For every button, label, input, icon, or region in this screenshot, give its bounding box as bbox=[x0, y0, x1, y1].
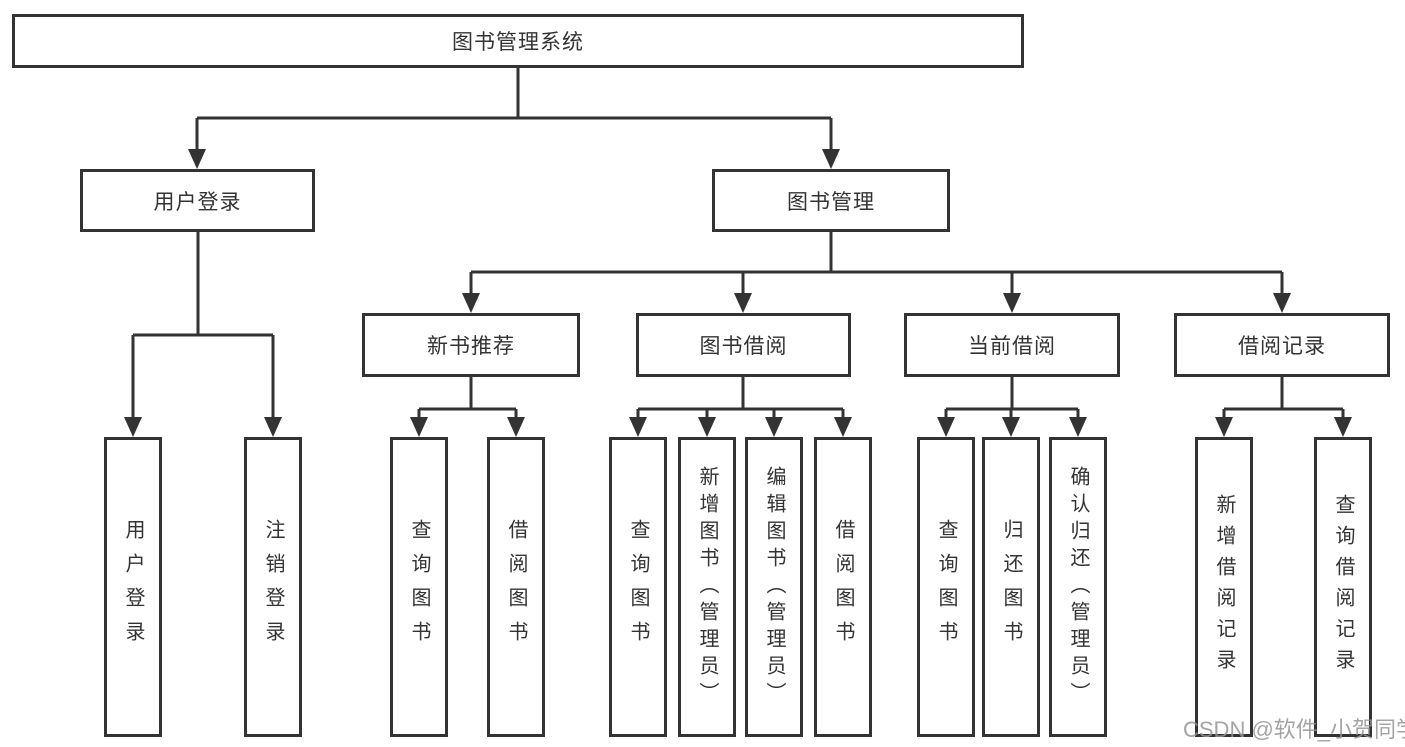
node-new-book-rec-label: 新书推荐 bbox=[427, 335, 515, 358]
arrowhead-down-icon bbox=[124, 417, 142, 437]
leaf-query-book-3: 查询图书 bbox=[917, 437, 975, 737]
leaf-user-login: 用户登录 bbox=[104, 437, 162, 737]
link-borrow-records-to-leaves bbox=[1215, 377, 1352, 437]
leaf-return-book-label: 归还图书 bbox=[1000, 519, 1022, 655]
arrowhead-down-icon bbox=[264, 417, 282, 437]
arrowhead-down-icon bbox=[1069, 417, 1087, 437]
arrowhead-down-icon bbox=[822, 149, 840, 169]
leaf-add-book-admin: 新增图书（管理员） bbox=[678, 437, 736, 737]
leaf-edit-book-admin: 编辑图书（管理员） bbox=[745, 437, 803, 737]
leaf-add-borrow-record: 新增借阅记录 bbox=[1195, 437, 1253, 737]
leaf-return-book: 归还图书 bbox=[982, 437, 1040, 737]
leaf-query-book-1: 查询图书 bbox=[390, 437, 448, 737]
leaf-logout-label: 注销登录 bbox=[262, 519, 284, 655]
leaf-user-login-label: 用户登录 bbox=[122, 519, 144, 655]
node-current-borrow: 当前借阅 bbox=[904, 313, 1120, 377]
leaf-query-book-1-label: 查询图书 bbox=[408, 519, 430, 655]
link-book-mgmt-to-level3 bbox=[462, 232, 1291, 313]
arrowhead-down-icon bbox=[188, 149, 206, 169]
link-book-borrow-to-leaves bbox=[629, 377, 852, 437]
leaf-edit-book-admin-label: 编辑图书（管理员） bbox=[763, 465, 785, 709]
arrowhead-down-icon bbox=[1215, 417, 1233, 437]
link-root-to-level2 bbox=[188, 68, 840, 169]
arrowhead-down-icon bbox=[1334, 417, 1352, 437]
arrowhead-down-icon bbox=[410, 417, 428, 437]
node-root-label: 图书管理系统 bbox=[452, 31, 584, 54]
arrowhead-down-icon bbox=[698, 417, 716, 437]
leaf-query-book-2-label: 查询图书 bbox=[627, 519, 649, 655]
arrowhead-down-icon bbox=[937, 417, 955, 437]
arrowhead-down-icon bbox=[507, 417, 525, 437]
arrowhead-down-icon bbox=[629, 417, 647, 437]
leaf-query-borrow-record: 查询借阅记录 bbox=[1314, 437, 1372, 737]
node-new-book-rec: 新书推荐 bbox=[362, 313, 580, 377]
leaf-logout: 注销登录 bbox=[244, 437, 302, 737]
node-book-mgmt: 图书管理 bbox=[712, 169, 950, 232]
leaf-query-book-2: 查询图书 bbox=[609, 437, 667, 737]
link-current-borrow-to-leaves bbox=[937, 377, 1087, 437]
arrowhead-down-icon bbox=[462, 293, 480, 313]
link-new-book-rec-to-leaves bbox=[410, 377, 525, 437]
node-current-borrow-label: 当前借阅 bbox=[968, 335, 1056, 358]
watermark: CSDN @软件_小贺同学 bbox=[1183, 717, 1405, 742]
node-user-login: 用户登录 bbox=[80, 169, 315, 232]
node-user-login-label: 用户登录 bbox=[153, 190, 242, 214]
node-root: 图书管理系统 bbox=[12, 14, 1024, 68]
leaf-query-book-3-label: 查询图书 bbox=[935, 519, 957, 655]
leaf-confirm-return-admin: 确认归还（管理员） bbox=[1049, 437, 1107, 737]
arrowhead-down-icon bbox=[1002, 417, 1020, 437]
link-user-login-to-leaves bbox=[124, 232, 282, 437]
node-book-mgmt-label: 图书管理 bbox=[787, 190, 875, 214]
leaf-borrow-book-2-label: 借阅图书 bbox=[832, 519, 854, 655]
node-borrow-records: 借阅记录 bbox=[1174, 313, 1390, 377]
arrowhead-down-icon bbox=[734, 293, 752, 313]
arrowhead-down-icon bbox=[834, 417, 852, 437]
leaf-add-book-admin-label: 新增图书（管理员） bbox=[696, 465, 718, 709]
node-book-borrow-label: 图书借阅 bbox=[699, 335, 788, 358]
leaf-borrow-book-1-label: 借阅图书 bbox=[505, 519, 527, 655]
arrowhead-down-icon bbox=[1273, 293, 1291, 313]
node-borrow-records-label: 借阅记录 bbox=[1238, 335, 1326, 358]
leaf-confirm-return-admin-label: 确认归还（管理员） bbox=[1067, 465, 1089, 709]
leaf-query-borrow-record-label: 查询借阅记录 bbox=[1332, 494, 1354, 680]
arrowhead-down-icon bbox=[1003, 293, 1021, 313]
arrowhead-down-icon bbox=[765, 417, 783, 437]
leaf-borrow-book-1: 借阅图书 bbox=[487, 437, 545, 737]
node-book-borrow: 图书借阅 bbox=[636, 313, 851, 377]
leaf-add-borrow-record-label: 新增借阅记录 bbox=[1213, 494, 1235, 680]
leaf-borrow-book-2: 借阅图书 bbox=[814, 437, 872, 737]
